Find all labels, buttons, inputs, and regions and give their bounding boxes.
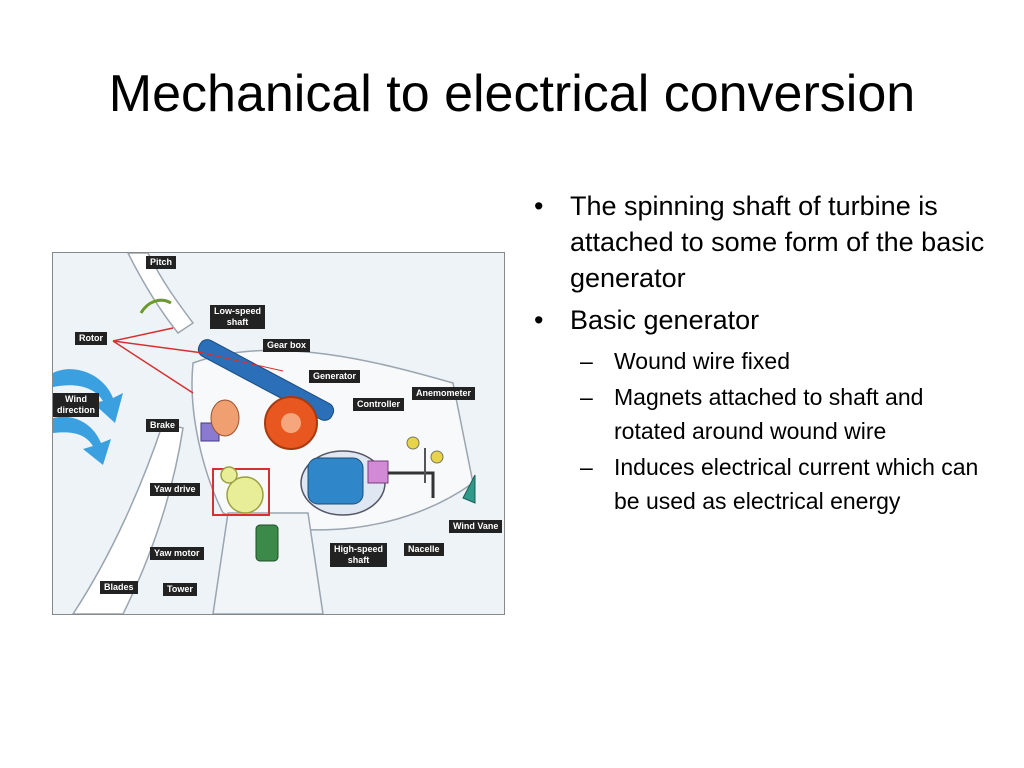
wind-arrow-icon	[53, 369, 123, 423]
bullet-dot-icon: •	[534, 305, 544, 335]
sub-bullet-item: – Magnets attached to shaft and rotated …	[528, 380, 998, 448]
label-high-speed-shaft: High-speed shaft	[330, 543, 388, 567]
yaw-drive-frame	[212, 468, 270, 516]
label-nacelle: Nacelle	[404, 543, 444, 556]
label-yaw-drive: Yaw drive	[150, 483, 200, 496]
tower-shape	[212, 512, 324, 614]
label-controller: Controller	[353, 398, 405, 411]
label-brake: Brake	[146, 419, 180, 432]
nacelle-shape	[191, 349, 474, 531]
dash-icon: –	[580, 454, 593, 480]
label-wind-vane: Wind Vane	[449, 520, 503, 533]
label-yaw-motor: Yaw motor	[150, 547, 204, 560]
dash-icon: –	[580, 348, 593, 374]
label-rotor: Rotor	[75, 332, 107, 345]
label-pitch: Pitch	[146, 256, 177, 269]
label-anemometer: Anemometer	[412, 387, 476, 400]
bullet-dot-icon: •	[534, 191, 544, 221]
label-tower: Tower	[163, 583, 197, 596]
label-gear-box: Gear box	[263, 339, 311, 352]
label-generator: Generator	[309, 370, 361, 383]
bullet-list: • The spinning shaft of turbine is attac…	[528, 188, 998, 520]
turbine-illustration	[53, 253, 476, 614]
wind-arrow-icon	[53, 416, 111, 465]
pitch-arrow-icon	[139, 298, 172, 314]
slide-title: Mechanical to electrical conversion	[108, 65, 916, 123]
label-low-speed-shaft: Low-speed shaft	[210, 305, 266, 329]
generator-core-shape	[307, 457, 364, 505]
sub-bullet-item: – Induces electrical current which can b…	[528, 450, 998, 518]
blade-shape	[72, 422, 184, 614]
sub-bullet-item: – Wound wire fixed	[528, 344, 998, 378]
yaw-motor-shape	[255, 524, 279, 562]
wind-turbine-diagram: Pitch Low-speed shaft Rotor Gear box Gen…	[52, 252, 505, 615]
blade-shape	[127, 253, 195, 335]
dash-icon: –	[580, 384, 593, 410]
controller-shape	[367, 460, 389, 484]
bullet-item: • Basic generator	[528, 302, 998, 338]
bullet-item: • The spinning shaft of turbine is attac…	[528, 188, 998, 296]
label-blades: Blades	[100, 581, 138, 594]
label-wind-direction: Wind direction	[53, 393, 100, 417]
